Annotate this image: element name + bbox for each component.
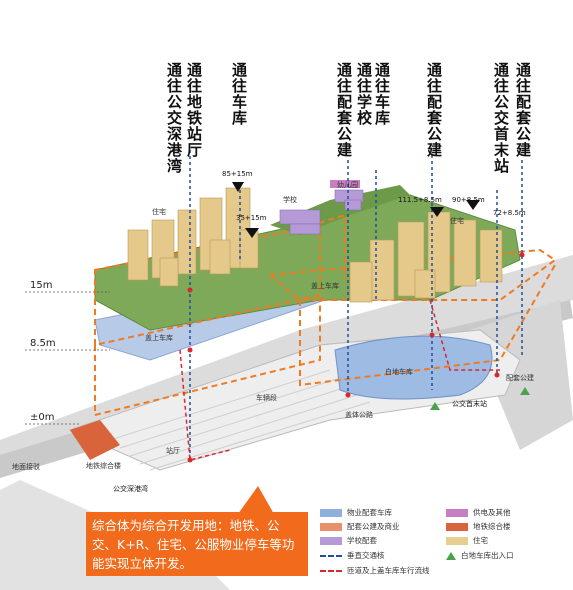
legend-line-red <box>320 570 342 572</box>
area-school: 学校 <box>283 196 297 204</box>
label-to-school: 通往学校 <box>355 62 373 126</box>
legend-swatch <box>320 523 342 531</box>
school-buildings <box>279 189 364 235</box>
height-markers <box>232 182 480 238</box>
label-to-bus-first-stop: 通往公交首末站 <box>492 62 510 174</box>
area-ground-garage: 白地车库 <box>385 368 413 376</box>
core-nodes <box>187 252 525 463</box>
legend-item-garage-entrance: 白地车库出入口 <box>446 550 514 561</box>
area-housing-1: 住宅 <box>152 208 166 216</box>
legend-item-housing: 住宅 <box>446 535 488 546</box>
area-bus-first-stop: 公交首末站 <box>452 400 487 408</box>
legend-item-metro-complex: 地铁综合楼 <box>446 521 511 532</box>
metro-complex-building <box>70 420 120 460</box>
legend-item-facility: 配套公建及商业 <box>320 521 400 532</box>
legend-swatch <box>446 509 468 517</box>
label-to-garage-1: 通往车库 <box>230 62 248 126</box>
area-housing-2: 住宅 <box>450 217 464 225</box>
height-tag-5: 72+8.5m <box>493 209 526 217</box>
area-ground-pickup: 地面接驳 <box>12 463 40 471</box>
label-to-facility-3: 通往配套公建 <box>514 62 532 158</box>
legend-swatch <box>320 537 342 545</box>
label-to-facility-2: 通往配套公建 <box>425 62 443 158</box>
height-tag-3: 111.5+8.5m <box>398 196 442 204</box>
area-upper-garage-1: 盖上车库 <box>145 334 173 342</box>
area-bus-bay: 公交深港湾 <box>113 485 148 493</box>
ground-garage-entrances <box>430 387 530 410</box>
rail-tracks <box>109 369 371 471</box>
height-tag-1: 85+15m <box>222 170 253 178</box>
area-rail-yard: 车辆段 <box>256 394 277 402</box>
road-right <box>470 300 573 450</box>
triangle-icon <box>446 552 456 560</box>
level-0m: ±0m <box>30 412 55 423</box>
area-kindergarten: 幼儿园 <box>337 181 358 189</box>
height-tag-2: 35+15m <box>236 214 267 222</box>
level-15m: 15m <box>30 280 53 291</box>
legend: 物业配套车库 供电及其他 配套公建及商业 地铁综合楼 学校配套 住宅 垂直交通核… <box>320 500 570 590</box>
legend-item-garage: 物业配套车库 <box>320 507 392 518</box>
area-upper-garage-2: 盖上车库 <box>311 282 339 290</box>
legend-line-blue <box>320 555 342 557</box>
kindergarten-block <box>330 180 360 188</box>
legend-item-vertical-core: 垂直交通核 <box>320 550 385 561</box>
level-guides <box>25 291 110 425</box>
label-to-garage-2: 通往车库 <box>373 62 391 126</box>
legend-item-ramp-flow: 匝道及上盖车库车行流线 <box>320 565 430 576</box>
ramp-flow-lines <box>179 299 500 461</box>
area-metro-complex: 地铁综合楼 <box>86 462 121 470</box>
label-to-facility-1: 通往配套公建 <box>335 62 353 158</box>
label-to-bus-bay: 通往公交深港湾 <box>165 62 183 174</box>
label-to-metro: 通往地铁站厅 <box>185 62 203 158</box>
legend-swatch <box>446 537 468 545</box>
ground-garage-shape <box>334 335 493 400</box>
description-callout: 综合体为综合开发用地：地铁、公交、K+R、住宅、公服物业停车等功能实现立体开发。 <box>86 512 308 576</box>
area-ramp: 盖体公路 <box>345 411 373 419</box>
callout-pointer <box>238 486 274 514</box>
area-station-lobby: 站厅 <box>166 447 180 455</box>
towers-left <box>127 187 259 287</box>
level-8-5m: 8.5m <box>30 338 56 349</box>
area-facility-service: 配套公建 <box>506 374 534 382</box>
legend-item-school: 学校配套 <box>320 535 377 546</box>
legend-swatch <box>320 509 342 517</box>
height-tag-4: 90+8.5m <box>452 196 485 204</box>
legend-swatch <box>446 523 468 531</box>
legend-item-power: 供电及其他 <box>446 507 511 518</box>
